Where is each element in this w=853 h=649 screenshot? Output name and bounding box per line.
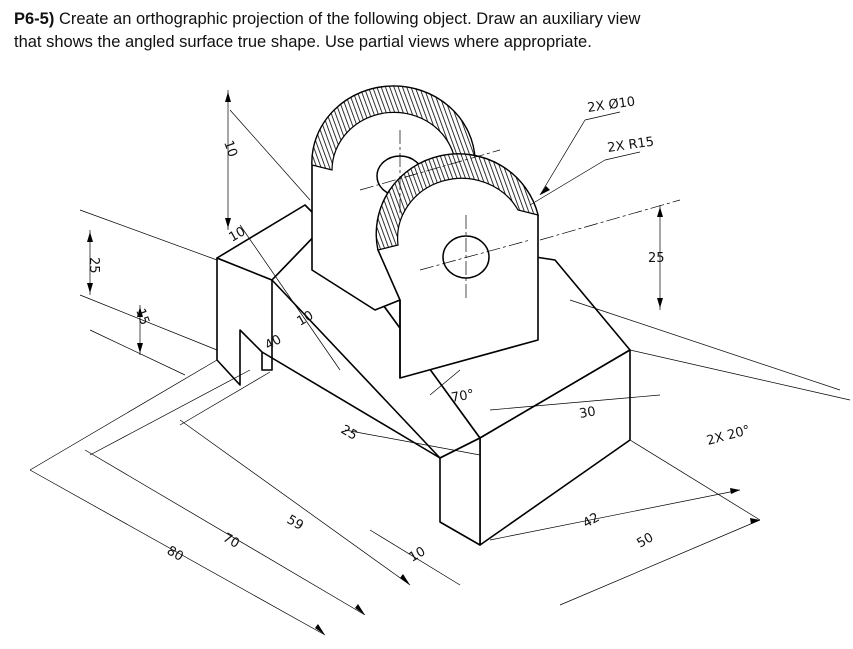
dim-70: 70 <box>220 530 242 551</box>
dim-hole-diameter: 2X Ø10 <box>586 94 636 116</box>
center-lines <box>359 130 681 300</box>
problem-line-1: P6-5) Create an orthographic projection … <box>14 8 844 31</box>
base-side-leg <box>439 437 481 546</box>
dim-50: 50 <box>635 530 657 551</box>
object-geometry <box>216 85 631 546</box>
dim-height-25-right: 25 <box>648 251 665 266</box>
dim-59: 59 <box>284 512 306 533</box>
dim-height-10-top: 10 <box>220 139 240 160</box>
problem-text-1: Create an orthographic projection of the… <box>58 10 641 28</box>
problem-number: P6-5) <box>14 10 55 28</box>
arrowheads <box>87 92 760 635</box>
dim-height-25-left: 25 <box>86 257 101 274</box>
dim-10-slot: 10 <box>227 224 249 245</box>
dimension-lines <box>29 90 851 636</box>
problem-statement: P6-5) Create an orthographic projection … <box>14 8 844 54</box>
dim-height-15: 15 <box>132 307 152 328</box>
dim-radius: 2X R15 <box>606 135 655 156</box>
dim-10-bottom: 10 <box>407 544 429 565</box>
front-tab-round-top <box>375 153 539 251</box>
problem-line-2: that shows the angled surface true shape… <box>14 33 592 51</box>
rear-tab-round-top <box>311 85 476 171</box>
dim-10-a: 10 <box>295 308 317 329</box>
base-lower-edge <box>261 351 441 459</box>
dim-42: 42 <box>581 510 603 531</box>
dim-angle-20: 2X 20° <box>705 423 752 449</box>
dim-40: 40 <box>263 332 285 353</box>
dim-angle-70: 70° <box>450 387 475 406</box>
dimension-labels: 2X Ø10 2X R15 25 25 15 10 10 10 40 70° 2… <box>86 94 752 565</box>
dim-30: 30 <box>578 404 597 422</box>
dim-80: 80 <box>164 543 186 564</box>
dim-25-center: 25 <box>338 422 360 443</box>
